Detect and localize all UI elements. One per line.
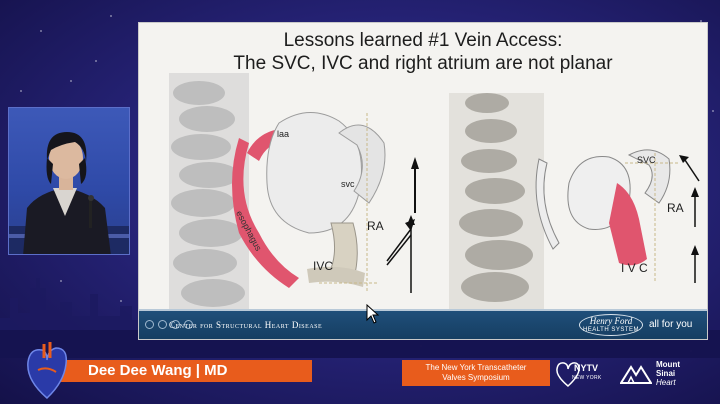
slide-title: Lessons learned #1 Vein Access: The SVC,… — [139, 29, 707, 75]
nytv-logo-text: NYTV — [574, 363, 599, 373]
mount-sinai-peaks-icon — [620, 365, 652, 384]
slide-title-line2: The SVC, IVC and right atrium are not pl… — [233, 53, 613, 74]
ms-line1: Mount — [656, 360, 680, 369]
presentation-slide: Lessons learned #1 Vein Access: The SVC,… — [138, 22, 708, 340]
label-svc-right: SVC — [637, 155, 656, 165]
left-ct-reconstruction — [169, 73, 700, 318]
mouse-cursor-icon — [366, 304, 380, 324]
center-name: Center for Structural Heart Disease — [169, 320, 323, 330]
ms-line2: Sinai — [656, 369, 676, 378]
event-name-bar: The New York Transcatheter Valves Sympos… — [402, 360, 550, 386]
presenter-video — [8, 107, 130, 255]
presenter-name-bar: Dee Dee Wang | MD — [52, 360, 312, 382]
label-ivc-left: IVC — [313, 259, 334, 273]
henry-ford-logo: Henry Ford HEALTH SYSTEM — [579, 314, 643, 336]
presenter-name: Dee Dee Wang | MD — [88, 362, 228, 379]
label-laa: laa — [277, 129, 290, 139]
logo-line1: Henry Ford — [589, 316, 633, 326]
label-ra-left: RA — [367, 219, 384, 233]
event-line1: The New York Transcatheter — [425, 363, 527, 372]
event-name: The New York Transcatheter Valves Sympos… — [402, 363, 550, 383]
ms-line3: Heart — [656, 378, 676, 387]
label-ivc-right: I V C — [621, 261, 648, 275]
nav-pen-icon[interactable] — [158, 320, 167, 329]
nav-next-icon[interactable] — [184, 320, 193, 329]
slide-footer: Center for Structural Heart Disease Henr… — [139, 309, 707, 339]
nav-menu-icon[interactable] — [171, 320, 180, 329]
label-svc-left: svc — [341, 179, 355, 189]
logo-line2: HEALTH SYSTEM — [582, 327, 640, 333]
slide-title-line1: Lessons learned #1 Vein Access: — [283, 30, 563, 51]
nytv-logo-sub: NEW YORK — [572, 375, 602, 381]
slide-nav-controls — [145, 320, 193, 329]
event-line2: Valves Symposium — [442, 373, 510, 382]
heart-logo-icon — [27, 342, 68, 400]
mount-sinai-heart-logo: Mount Sinai Heart — [656, 360, 680, 387]
nav-prev-icon[interactable] — [145, 320, 154, 329]
nytv-heart-icon — [556, 362, 580, 387]
label-ra-right: RA — [667, 201, 684, 215]
tagline: all for you — [649, 319, 693, 330]
